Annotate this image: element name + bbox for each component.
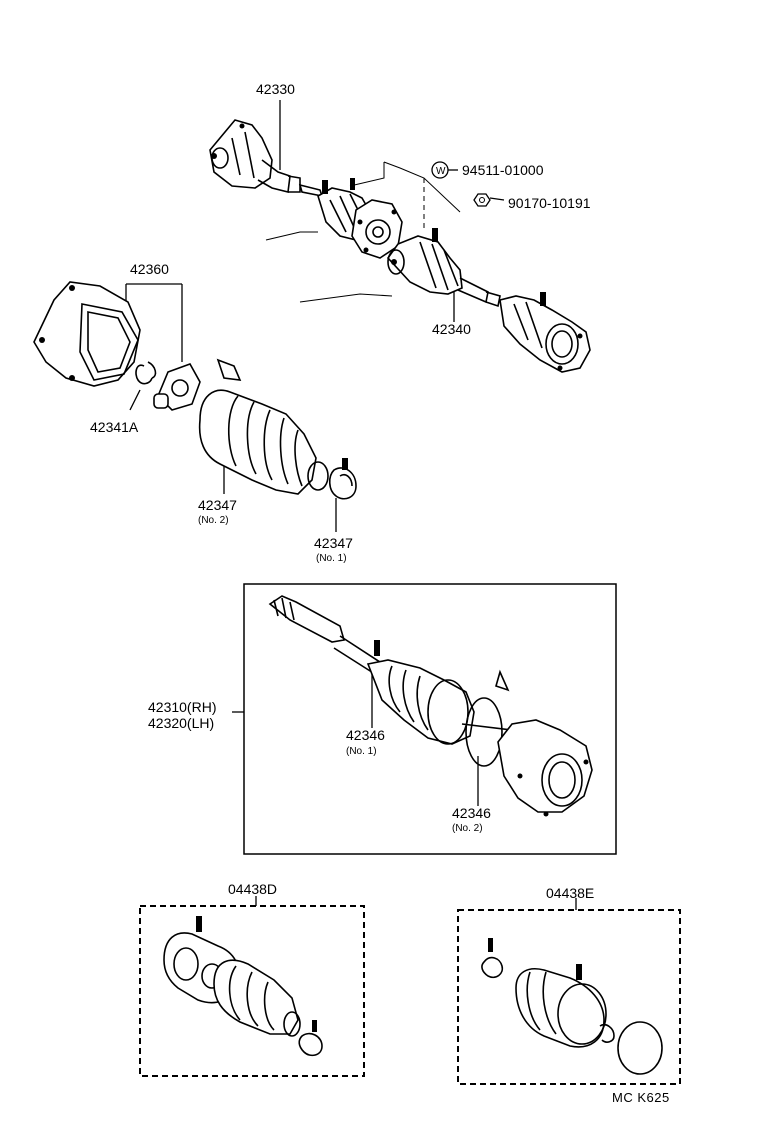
snap-ring-42341a[interactable] (135, 361, 157, 385)
label-42346-no2-sub: (No. 2) (452, 823, 483, 834)
boot-kit-04438e-frame (457, 909, 681, 1085)
boot-kit-04438d-frame (139, 905, 365, 1077)
label-04438d: 04438D (228, 881, 277, 897)
drive-shaft-assembly-frame (243, 583, 617, 855)
label-94511-01000: 94511-01000 (462, 162, 544, 178)
label-42340: 42340 (432, 321, 471, 337)
boot-kit-04438e[interactable] (481, 938, 663, 1075)
outer-cv-joint-right[interactable] (499, 292, 591, 373)
label-42341a: 42341A (90, 419, 139, 435)
label-42347-no2: 42347 (198, 497, 237, 513)
leader-lines (125, 100, 577, 910)
drive-shaft-assembly-top (209, 119, 591, 373)
boot-42347-no2[interactable] (198, 358, 329, 495)
label-42330: 42330 (256, 81, 295, 97)
boot-42346-no1[interactable] (366, 640, 475, 745)
tripod-joint-42360[interactable] (153, 363, 201, 411)
outboard-housing-42360[interactable] (33, 281, 141, 387)
label-90170-10191: 90170-10191 (508, 195, 591, 211)
inner-cv-joint-42340[interactable] (386, 228, 463, 295)
boot-42346-no2[interactable] (461, 669, 513, 767)
outer-cv-joint-42330[interactable] (209, 119, 301, 193)
inboard-joint-housing[interactable] (497, 719, 593, 817)
label-42346-no2: 42346 (452, 805, 491, 821)
label-42346-no1: 42346 (346, 727, 385, 743)
label-42347-no2-sub: (No. 2) (198, 515, 229, 526)
reference-code: MC K625 (612, 1090, 670, 1105)
label-04438e: 04438E (546, 885, 594, 901)
label-42347-no1-sub: (No. 1) (316, 553, 347, 564)
label-42347-no1: 42347 (314, 535, 353, 551)
label-42320-lh: 42320(LH) (148, 715, 214, 731)
label-42346-no1-sub: (No. 1) (346, 746, 377, 757)
washer-symbol-label: W (436, 166, 446, 177)
part-labels: 42330 94511-01000 90170-10191 42360 4234… (90, 81, 670, 1105)
washer-symbol-icon: W (431, 161, 449, 179)
label-42360: 42360 (130, 261, 169, 277)
boot-clamp-42347-no1[interactable] (328, 458, 357, 500)
label-42310-rh: 42310(RH) (148, 699, 216, 715)
boot-kit-04438d[interactable] (163, 916, 323, 1057)
nut-symbol-icon (473, 193, 491, 207)
